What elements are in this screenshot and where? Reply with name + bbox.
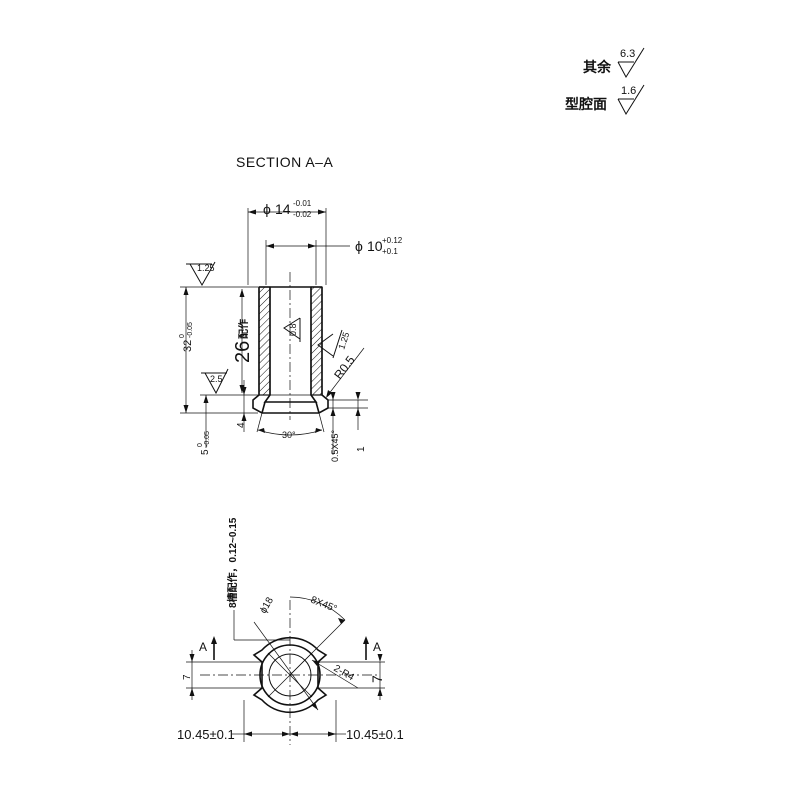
left-wall-hatch <box>258 286 271 396</box>
rough-top-value: 1.25 <box>197 263 215 273</box>
roughness-cavity-value: 1.6 <box>621 85 636 97</box>
rough-right-value: 1.25 <box>336 331 351 351</box>
part-outline <box>252 286 329 414</box>
dim-1-value: 1 <box>356 446 367 452</box>
angle-arc <box>289 596 346 621</box>
dim-right-width: 10.45±0.1 <box>346 727 404 742</box>
dim-5-tol-lower: -0.05 <box>204 431 211 447</box>
roughness-rest-label: 其余 <box>583 59 612 75</box>
roughness-legend: 其余 6.3 型腔面 1.6 <box>565 47 645 116</box>
plan-radius: 2-R4 <box>332 663 357 684</box>
dim-5-value: 5 <box>200 449 211 455</box>
rough-inner-value: 0.8 <box>288 323 298 336</box>
section-mark-right: A <box>373 640 381 654</box>
section-title: SECTION A–A <box>236 154 333 170</box>
plan-angle: 8X45° <box>309 595 338 615</box>
length-26-note: 配作 <box>237 319 250 339</box>
plan-view: 8槽配作，0.12~0.15 ϕ18 8X45° 2-R4 <box>177 517 404 745</box>
chamfer-angle-value: 30° <box>282 430 296 440</box>
roughness-left-symbol <box>201 368 229 395</box>
roughness-right-symbol <box>317 329 343 359</box>
dim-7-left: 7 <box>182 674 193 680</box>
section-view: SECTION A–A ϕ 14 -0.01 -0.02 ϕ 10 +0.12 … <box>179 154 403 462</box>
plan-dia-18: ϕ18 <box>258 595 276 615</box>
outer-dia-tol-lower: -0.02 <box>293 210 312 219</box>
dim-4-value: 4 <box>236 422 247 428</box>
roughness-rest-value: 6.3 <box>620 48 635 60</box>
inner-dia-symbol: ϕ <box>355 238 363 254</box>
inner-dia-tol-lower: +0.1 <box>382 247 398 256</box>
roughness-cavity-label: 型腔面 <box>565 96 607 112</box>
section-mark-left: A <box>199 640 207 654</box>
dim-5-tol-upper: 0 <box>197 443 204 447</box>
right-wall-hatch <box>310 286 323 396</box>
dim-left-width: 10.45±0.1 <box>177 727 235 742</box>
inner-dia-value: 10 <box>367 238 383 254</box>
length-total-value: 32 <box>182 340 194 352</box>
roughness-top-symbol <box>186 261 216 287</box>
length-26-value: 26 <box>232 341 254 363</box>
length-total-tol-upper: 0 <box>179 334 186 338</box>
roughness-inner-symbol <box>283 317 301 342</box>
inner-dia-tol-upper: +0.12 <box>382 236 403 245</box>
dim-7-right: 7 <box>369 675 385 683</box>
chamfer-value: 0.5X45° <box>330 429 340 462</box>
outer-dia-value: 14 <box>275 201 291 217</box>
outer-dia-symbol: ϕ <box>263 201 271 217</box>
plan-note: 8槽配作，0.12~0.15 <box>226 517 239 608</box>
rough-left-value: 2.5 <box>210 374 223 384</box>
plan-outline <box>252 636 328 714</box>
length-total-tol-lower: -0.05 <box>187 322 194 338</box>
outer-dia-tol-upper: -0.01 <box>293 199 312 208</box>
roughness-symbol-rest <box>617 47 645 79</box>
radius-value: R0.5 <box>331 353 358 382</box>
roughness-symbol-cavity <box>617 84 645 116</box>
